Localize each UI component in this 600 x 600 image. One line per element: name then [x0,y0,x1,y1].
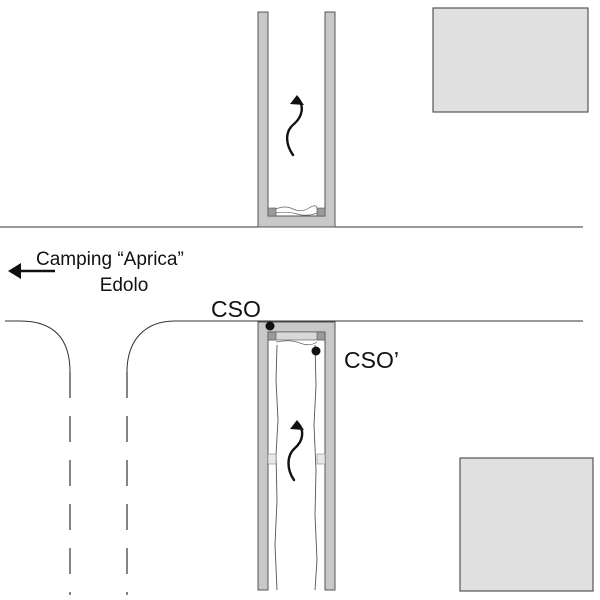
building-top-right [432,7,589,113]
label-cso-prime: CSO’ [344,347,399,373]
measurement-point-cso [265,321,275,331]
wavy-flow-arrow-icon [287,420,304,482]
wavy-flow-arrow-icon [285,95,304,157]
measurement-point-cso-prime [311,346,321,356]
building-bottom-right [459,457,594,592]
road-edge-lower [5,320,583,373]
channel-downstream [257,321,336,591]
direction-label-camping: Camping “Aprica” [36,249,184,270]
label-cso: CSO [211,296,261,322]
arrow-left-icon [8,263,55,279]
channel-upstream [257,11,336,228]
direction-label-edolo: Edolo [100,275,149,296]
